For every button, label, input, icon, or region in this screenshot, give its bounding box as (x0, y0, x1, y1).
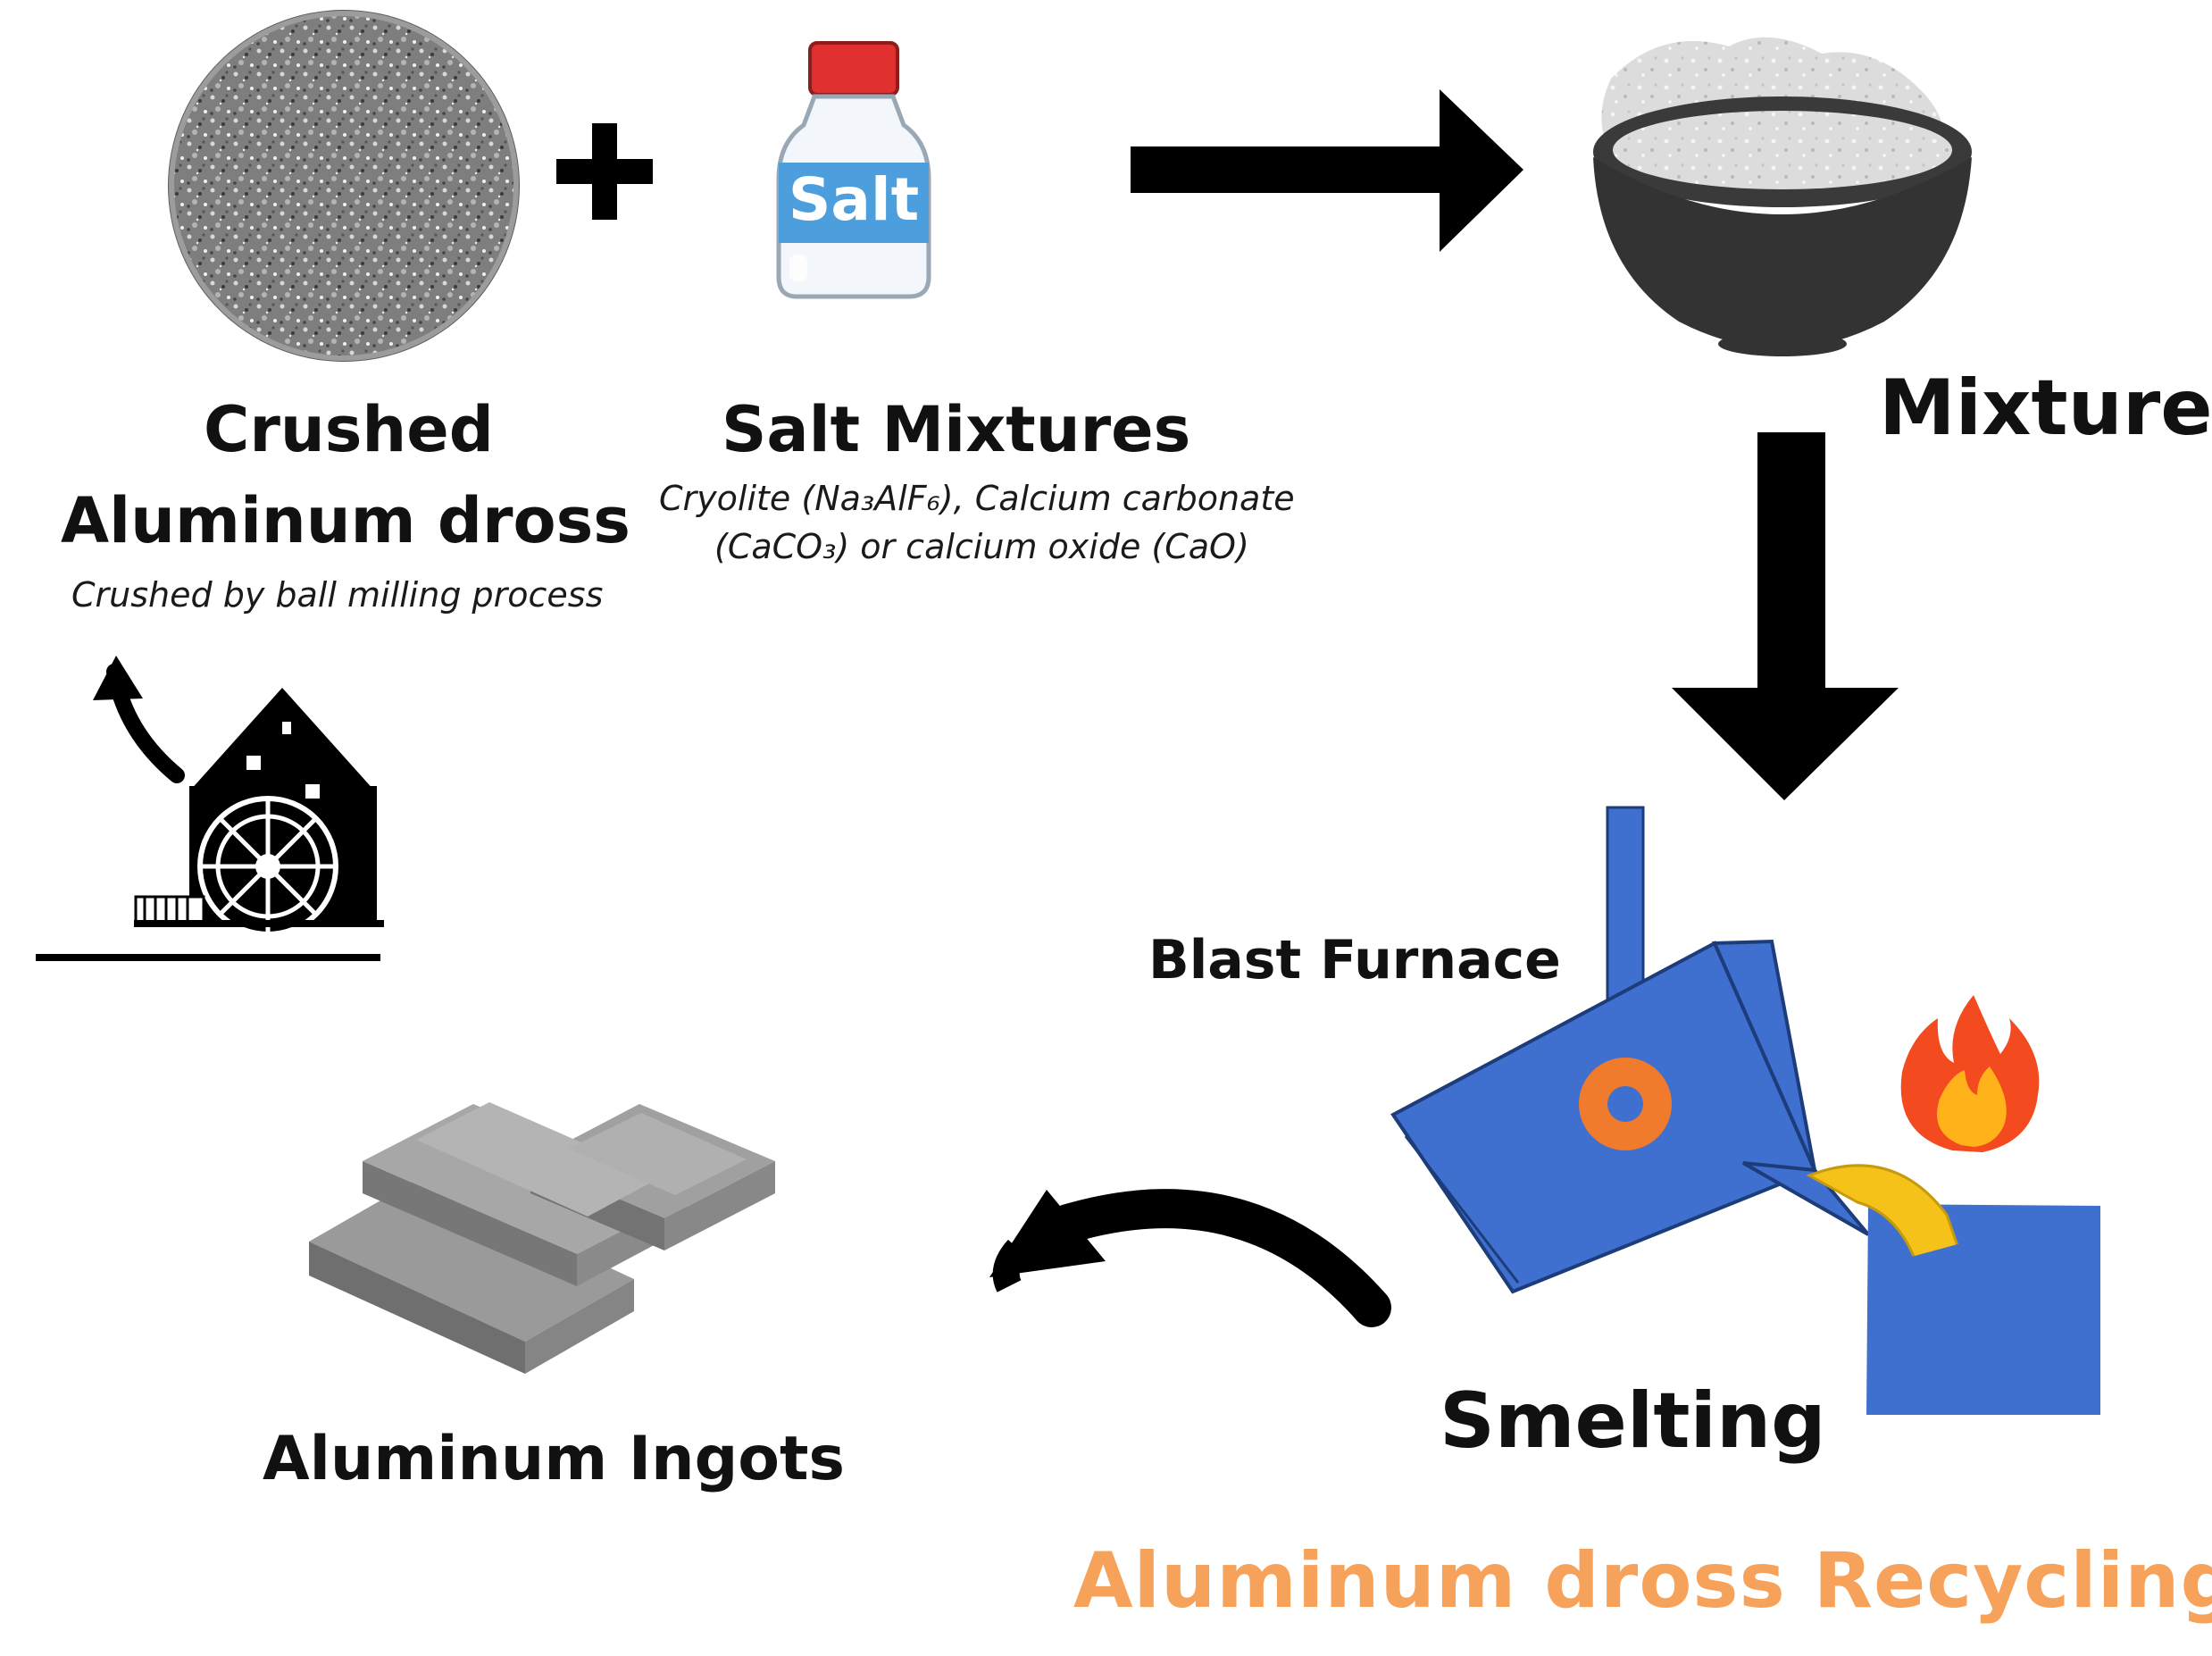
ingots-icon (309, 1102, 775, 1374)
dross-label-line1: Crushed (204, 393, 494, 466)
arrow-down-icon (1672, 432, 1899, 800)
smelting-label: Smelting (1440, 1376, 1826, 1466)
plus-icon (556, 123, 653, 220)
dross-caption: Crushed by ball milling process (71, 575, 604, 615)
salt-bottle-label: Salt (789, 165, 919, 234)
fire-icon (1900, 995, 2040, 1152)
arrow-curved-left-icon (989, 1189, 1391, 1327)
salt-caption-line2: (CaCO₃) or calcium oxide (CaO) (714, 527, 1249, 566)
arrow-right-icon (1131, 89, 1523, 252)
diagram-title: Aluminum dross Recycling (1073, 1536, 2212, 1626)
bowl-icon (1593, 37, 1972, 356)
salt-mixtures-title: Salt Mixtures (722, 393, 1191, 466)
salt-caption-line1: Cryolite (Na₃AlF₆), Calcium carbonate (659, 479, 1295, 518)
salt-bottle-icon: Salt (776, 41, 931, 299)
furnace-icon (1390, 806, 2100, 1415)
dross-label-line2: Aluminum dross (61, 484, 630, 557)
watermill-icon (36, 656, 384, 961)
mixture-label: Mixture (1879, 364, 2212, 453)
ingots-label: Aluminum Ingots (263, 1424, 845, 1494)
blast-furnace-label: Blast Furnace (1148, 929, 1561, 991)
dross-dish-image (168, 10, 520, 362)
